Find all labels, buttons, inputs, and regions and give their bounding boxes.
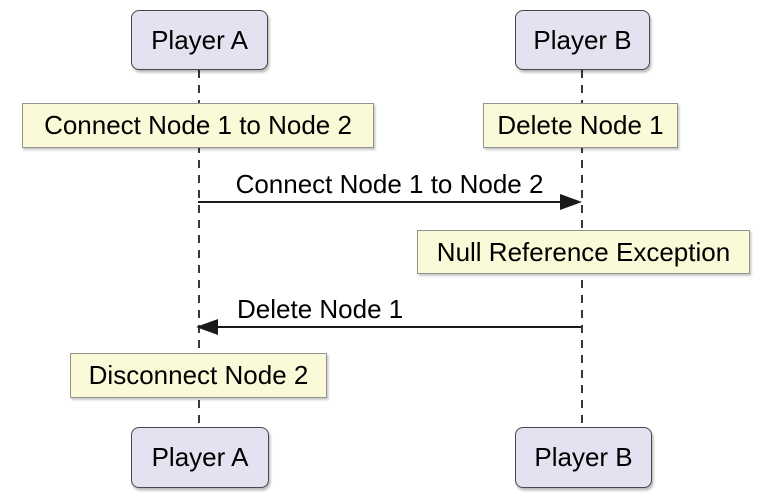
note-null-reference-exception: Null Reference Exception xyxy=(417,230,750,274)
participant-player-b-bottom: Player B xyxy=(515,427,652,488)
arrowhead-right-icon xyxy=(560,194,582,210)
lifeline-player-a xyxy=(198,70,200,427)
message-line-delete xyxy=(214,326,581,328)
note-connect-node-1-to-node-2: Connect Node 1 to Node 2 xyxy=(22,103,374,148)
participant-label: Player B xyxy=(534,442,633,472)
message-label-connect-node-1-to-node-2: Connect Node 1 to Node 2 xyxy=(235,169,544,199)
participant-label: Player A xyxy=(151,442,249,472)
note-disconnect-node-2: Disconnect Node 2 xyxy=(70,353,327,398)
note-delete-node-1: Delete Node 1 xyxy=(483,103,678,148)
message-label-delete-node-1: Delete Node 1 xyxy=(237,294,404,324)
message-line-connect xyxy=(198,201,566,203)
arrowhead-left-icon xyxy=(196,319,218,335)
participant-label: Player B xyxy=(533,24,632,55)
participant-player-a-bottom: Player A xyxy=(131,427,269,488)
participant-player-b-top: Player B xyxy=(515,10,650,70)
participant-player-a-top: Player A xyxy=(131,10,268,70)
participant-label: Player A xyxy=(151,24,248,55)
